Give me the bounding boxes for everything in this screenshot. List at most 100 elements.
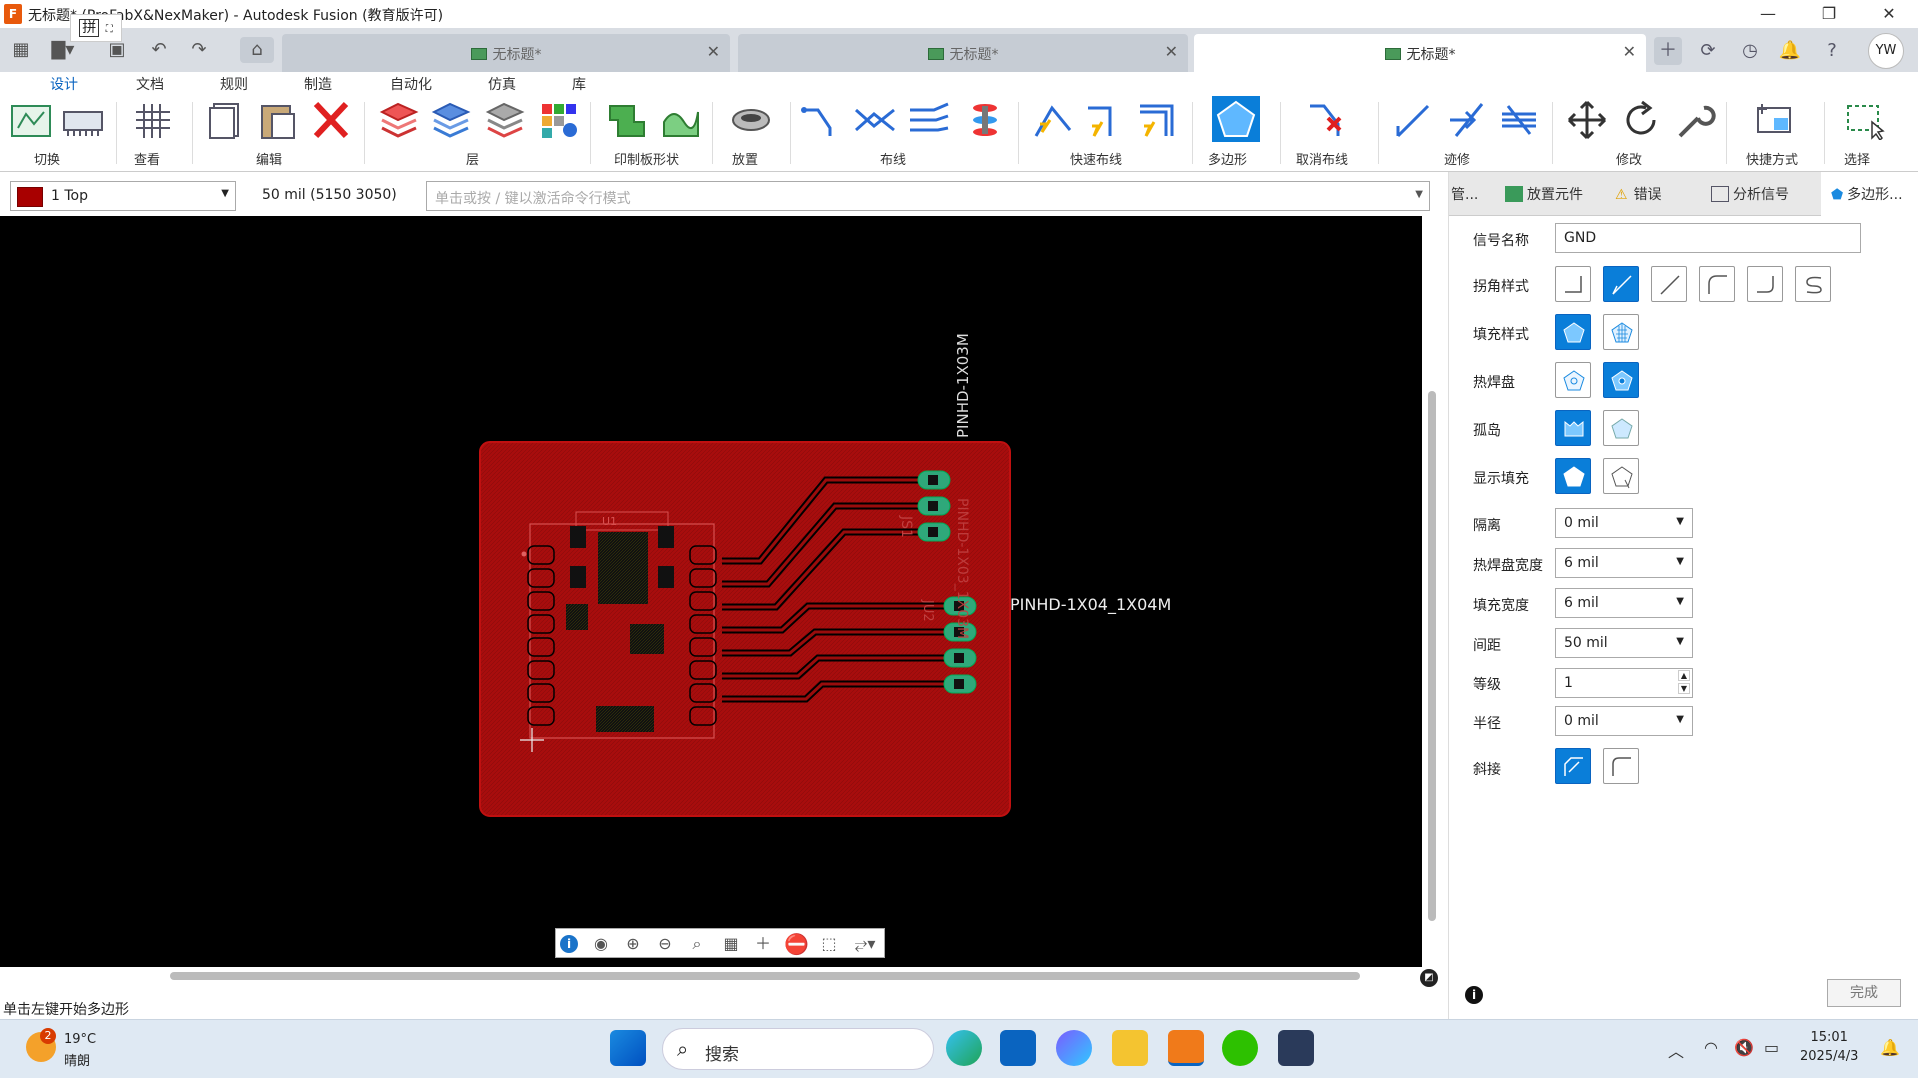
show-fill-off-option[interactable] — [1603, 458, 1639, 494]
shortcut-icon[interactable] — [1754, 100, 1796, 140]
polygon-icon[interactable] — [1212, 96, 1260, 142]
restore-icon[interactable]: ❐ — [1821, 4, 1837, 23]
select-box-icon[interactable]: ⬚ — [821, 934, 837, 953]
group-label-modify[interactable]: 修改 — [1616, 153, 1643, 168]
grid-toggle-icon[interactable]: ▦ — [723, 934, 739, 953]
command-line-input[interactable]: 单击或按 / 键以激活命令行模式 ▼ — [426, 181, 1430, 211]
save-icon[interactable]: ▣ — [108, 39, 126, 60]
wechat-icon[interactable] — [1222, 1030, 1258, 1066]
tab-polygon[interactable]: ⬟多边形... — [1821, 172, 1918, 216]
tray-expand-icon[interactable]: ︿ — [1668, 1042, 1685, 1061]
wrench-icon[interactable] — [1674, 100, 1716, 140]
miter-round-option[interactable] — [1603, 748, 1639, 784]
group-label-shortcuts[interactable]: 快捷方式 — [1746, 153, 1799, 168]
tab-manage[interactable]: 管... — [1451, 187, 1479, 203]
rotate-icon[interactable] — [1620, 100, 1662, 140]
layer-color-icon[interactable] — [538, 100, 580, 140]
via-icon[interactable] — [964, 100, 1006, 140]
paste-icon[interactable] — [256, 100, 298, 140]
group-label-select[interactable]: 选择 — [1844, 153, 1871, 168]
tab-rules[interactable]: 规则 — [220, 77, 248, 93]
home-icon[interactable]: ⌂ — [240, 37, 274, 63]
battery-icon[interactable]: ▭ — [1764, 1038, 1780, 1057]
system-clock[interactable]: 15:01 2025/4/3 — [1800, 1030, 1858, 1064]
tab-document[interactable]: 文档 — [136, 77, 164, 93]
wifi-icon[interactable]: ◠ — [1704, 1038, 1718, 1057]
undo-icon[interactable]: ↶ — [151, 39, 167, 60]
volume-muted-icon[interactable]: 🔇 — [1734, 1038, 1754, 1057]
notification-bell-icon[interactable]: 🔔 — [1880, 1038, 1900, 1057]
vertical-scrollbar[interactable] — [1422, 216, 1448, 967]
pcb-board-drawing[interactable]: U1 — [0, 216, 1422, 967]
done-button[interactable]: 完成 — [1827, 979, 1901, 1007]
weather-widget[interactable]: 2 19°C 晴朗 — [26, 1028, 146, 1072]
multi-route-icon[interactable] — [908, 100, 950, 140]
notifications-icon[interactable]: 🔔 — [1778, 40, 1802, 61]
tab-analyze-signal[interactable]: 分析信号 — [1711, 184, 1789, 204]
fill-width-select[interactable]: 6 mil▼ — [1555, 588, 1693, 618]
move-icon[interactable] — [1566, 100, 1608, 140]
trace-slash-icon[interactable] — [1392, 100, 1434, 140]
radius-select[interactable]: 0 mil▼ — [1555, 706, 1693, 736]
place-component-icon[interactable] — [730, 100, 772, 140]
tab-automate[interactable]: 自动化 — [390, 77, 432, 93]
stop-icon[interactable]: ⛔ — [784, 932, 809, 956]
connector-top-pads[interactable] — [917, 470, 951, 542]
pcb-canvas[interactable]: U1 — [0, 216, 1422, 967]
miter-straight-option[interactable] — [1555, 748, 1591, 784]
fill-solid-option[interactable] — [1555, 314, 1591, 350]
group-label-quick-route[interactable]: 快速布线 — [1070, 153, 1123, 168]
close-tab-icon[interactable]: ✕ — [706, 42, 720, 61]
zoom-fit-icon[interactable]: ⌕ — [692, 934, 702, 953]
corner-style-option-2[interactable] — [1603, 266, 1639, 302]
fill-hatch-option[interactable] — [1603, 314, 1639, 350]
file-explorer-icon[interactable] — [1112, 1030, 1148, 1066]
orphans-on-option[interactable] — [1603, 410, 1639, 446]
board-switch-icon[interactable] — [62, 100, 104, 140]
delete-icon[interactable] — [310, 100, 352, 140]
orphans-off-option[interactable] — [1555, 410, 1591, 446]
doc-tab-3[interactable]: 无标题* ✕ — [1194, 34, 1646, 72]
doc-tab-1[interactable]: 无标题* ✕ — [282, 34, 730, 72]
zoom-in-icon[interactable]: ⊕ — [626, 934, 640, 953]
schematic-switch-icon[interactable] — [10, 100, 52, 140]
info-icon[interactable]: i — [1465, 986, 1483, 1004]
grid-icon[interactable] — [132, 100, 174, 140]
copy-icon[interactable] — [206, 100, 248, 140]
job-status-icon[interactable]: ◷ — [1742, 40, 1758, 61]
group-label-board-shape[interactable]: 印制板形状 — [614, 153, 680, 168]
thermal-on-option[interactable] — [1603, 362, 1639, 398]
redo-icon[interactable]: ↷ — [191, 39, 207, 60]
group-label-view[interactable]: 查看 — [134, 153, 161, 168]
corner-style-option-6[interactable] — [1795, 266, 1831, 302]
quick-route-all-icon[interactable] — [1136, 100, 1178, 140]
group-label-edit[interactable]: 编辑 — [256, 153, 283, 168]
ime-indicator[interactable]: 拼 ⛶ — [70, 14, 122, 42]
tab-errors[interactable]: ⚠错误 — [1615, 184, 1662, 204]
group-label-ripup[interactable]: 取消布线 — [1296, 153, 1349, 168]
eye-icon[interactable]: ◉ — [594, 934, 608, 953]
extensions-icon[interactable]: ⟳ — [1700, 40, 1716, 61]
show-fill-on-option[interactable] — [1555, 458, 1591, 494]
select-window-icon[interactable] — [1844, 100, 1886, 140]
traces[interactable] — [722, 478, 958, 701]
undo-route-icon[interactable]: ⥂▾ — [854, 934, 876, 953]
group-label-route[interactable]: 布线 — [880, 153, 907, 168]
trace-arrow-icon[interactable] — [1446, 100, 1488, 140]
signal-name-input[interactable]: GND — [1555, 223, 1861, 253]
tab-simulation[interactable]: 仿真 — [488, 77, 516, 93]
corner-style-option-4[interactable] — [1699, 266, 1735, 302]
board-shape-icon[interactable] — [660, 100, 702, 140]
info-icon[interactable]: i — [560, 935, 578, 953]
thermal-off-option[interactable] — [1555, 362, 1591, 398]
group-label-switch[interactable]: 切换 — [34, 153, 61, 168]
windows-start-icon[interactable] — [610, 1030, 646, 1066]
route-icon[interactable] — [800, 100, 842, 140]
outlook-icon[interactable] — [1000, 1030, 1036, 1066]
group-label-layers[interactable]: 层 — [466, 153, 480, 168]
group-label-trace[interactable]: 迹修 — [1444, 153, 1471, 168]
thermal-width-select[interactable]: 6 mil▼ — [1555, 548, 1693, 578]
stepper-down-icon[interactable]: ▼ — [1677, 683, 1690, 694]
apps-grid-icon[interactable]: ▦ — [12, 39, 30, 60]
app-cat-icon[interactable] — [1278, 1030, 1314, 1066]
